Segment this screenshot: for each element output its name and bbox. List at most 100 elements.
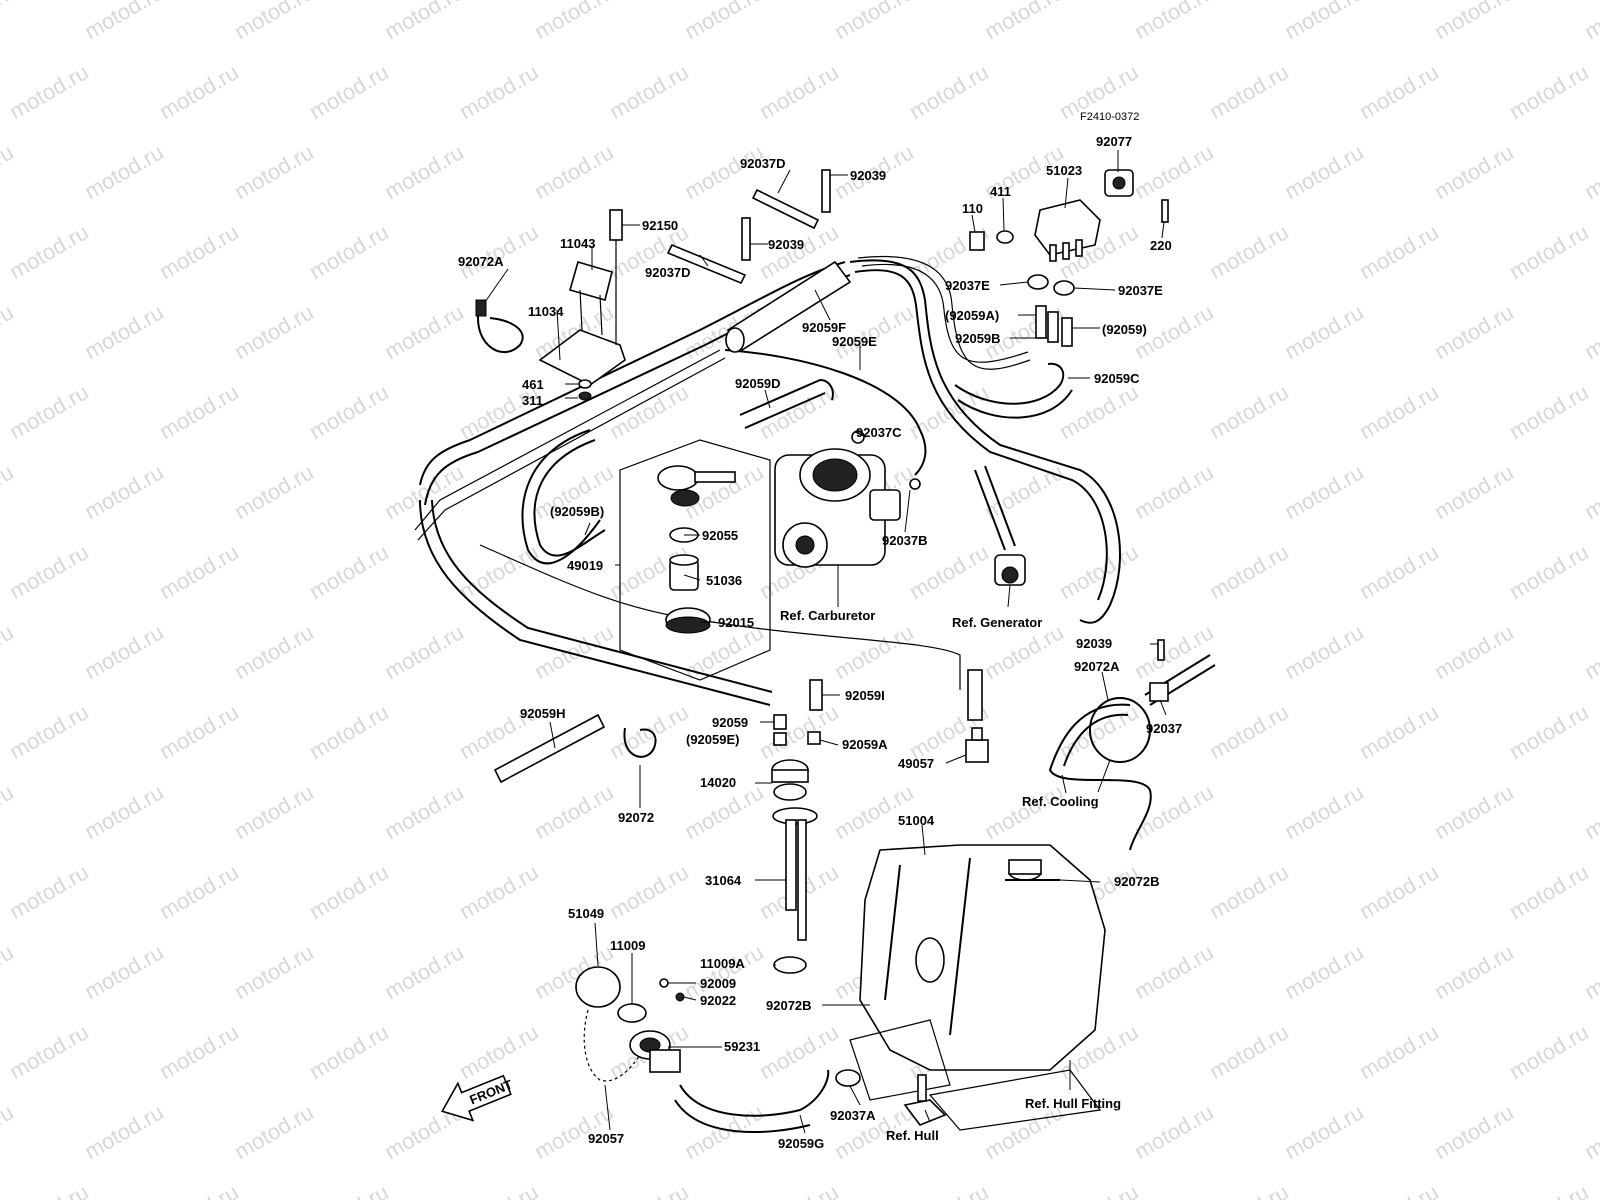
clamp-92037A — [835, 1069, 861, 1087]
clamp-92072A-top — [475, 299, 524, 354]
hose-92059B — [1047, 311, 1059, 343]
label-51023: 51023 — [1046, 163, 1082, 178]
leader-lines — [484, 150, 1167, 1134]
watermark-text: motod.ru — [455, 1019, 543, 1084]
watermark-text: motod.ru — [755, 699, 843, 764]
watermark-text: motod.ru — [0, 139, 18, 204]
label-92037E-b: 92037E — [1118, 283, 1163, 298]
label-11034: 11034 — [528, 304, 564, 319]
watermark-text: motod.ru — [155, 539, 243, 604]
watermark-text: motod.ru — [830, 619, 918, 684]
watermark-text: motod.ru — [1355, 1019, 1443, 1084]
watermark-text: motod.ru — [155, 59, 243, 124]
diagram-code: F2410-0372 — [1080, 111, 1139, 123]
fitting-92059E — [773, 732, 787, 746]
label-92059A-paren: (92059A) — [945, 308, 999, 323]
bolt-92039-a — [821, 169, 831, 213]
washer-461 — [578, 379, 592, 389]
ref-hull-fitting: Ref. Hull Fitting — [1025, 1096, 1121, 1111]
watermark-text: motod.ru — [755, 59, 843, 124]
ref-cooling: Ref. Cooling — [1022, 794, 1099, 809]
label-92059B-paren: (92059B) — [550, 504, 604, 519]
watermark-text: motod.ru — [1430, 0, 1518, 44]
watermark-text: motod.ru — [1430, 299, 1518, 364]
label-92059I: 92059I — [845, 688, 885, 703]
label-51004: 51004 — [898, 813, 935, 828]
watermark-text: motod.ru — [305, 379, 393, 444]
label-311: 311 — [522, 393, 543, 408]
watermark-text: motod.ru — [1430, 1099, 1518, 1164]
clamp-92072A-b — [1089, 697, 1151, 763]
watermark-text: motod.ru — [1580, 139, 1600, 204]
carburetor — [774, 448, 901, 568]
label-92059D: 92059D — [735, 376, 781, 391]
filter-49057 — [965, 669, 989, 763]
watermark-text: motod.ru — [1355, 219, 1443, 284]
gasket-11009 — [617, 1003, 647, 1023]
watermark-text: motod.ru — [455, 859, 543, 924]
label-49019: 49019 — [567, 558, 603, 573]
label-92059A: 92059A — [842, 737, 888, 752]
watermark-text: motod.ru — [1280, 299, 1368, 364]
watermark-text: motod.ru — [1205, 1019, 1293, 1084]
watermark-text: motod.ru — [1505, 59, 1593, 124]
washer-411 — [996, 230, 1014, 244]
hose-92059G — [679, 1069, 830, 1117]
label-220: 220 — [1150, 238, 1172, 253]
label-92150: 92150 — [642, 218, 678, 233]
watermark-text: motod.ru — [305, 59, 393, 124]
watermark-text: motod.ru — [5, 1179, 93, 1200]
watermark-text: motod.ru — [1430, 939, 1518, 1004]
screw-220 — [1161, 199, 1169, 223]
watermark-text: motod.ru — [455, 219, 543, 284]
watermark-text: motod.ru — [1580, 1099, 1600, 1164]
watermark-text: motod.ru — [1355, 379, 1443, 444]
watermark-text: motod.ru — [0, 459, 18, 524]
hose-92059H — [493, 713, 606, 784]
label-92059: 92059 — [712, 715, 748, 730]
watermark-text: motod.ru — [5, 859, 93, 924]
watermark-text: motod.ru — [5, 219, 93, 284]
label-92037D-b: 92037D — [645, 265, 691, 280]
watermark-text: motod.ru — [1130, 779, 1218, 844]
watermark-text: motod.ru — [1055, 539, 1143, 604]
watermark-text: motod.ru — [1055, 379, 1143, 444]
watermark-text: motod.ru — [980, 779, 1068, 844]
label-92072B-b: 92072B — [766, 998, 812, 1013]
watermark-text: motod.ru — [755, 1019, 843, 1084]
label-411: 411 — [990, 184, 1011, 199]
watermark-text: motod.ru — [905, 219, 993, 284]
watermark-text: motod.ru — [530, 139, 618, 204]
watermark-text: motod.ru — [80, 299, 168, 364]
label-92059G: 92059G — [778, 1136, 824, 1151]
label-92059C: 92059C — [1094, 371, 1140, 386]
watermark-text: motod.ru — [530, 0, 618, 44]
label-92072A-top: 92072A — [458, 254, 504, 269]
watermark-text: motod.ru — [1580, 619, 1600, 684]
watermark-text: motod.ru — [1505, 699, 1593, 764]
watermark-text: motod.ru — [1355, 859, 1443, 924]
watermark-text: motod.ru — [1355, 59, 1443, 124]
fitting-92077 — [1104, 169, 1134, 197]
watermark-text: motod.ru — [5, 539, 93, 604]
watermark-text: motod.ru — [1280, 939, 1368, 1004]
bolt-92039-b — [741, 217, 751, 261]
watermark-text: motod.ru — [230, 939, 318, 1004]
watermark-text: motod.ru — [230, 139, 318, 204]
watermark-text: motod.ru — [1505, 379, 1593, 444]
label-59231: 59231 — [724, 1039, 760, 1054]
watermark-text: motod.ru — [1130, 139, 1218, 204]
watermark-text: motod.ru — [1130, 939, 1218, 1004]
label-49057: 49057 — [898, 756, 934, 771]
watermark-text: motod.ru — [605, 1179, 693, 1200]
label-92037: 92037 — [1146, 721, 1182, 736]
label-92039-c: 92039 — [1076, 636, 1112, 651]
label-11009: 11009 — [610, 938, 645, 953]
label-51049: 51049 — [568, 906, 604, 921]
gasket-11009A — [773, 956, 807, 974]
watermark-text: motod.ru — [905, 539, 993, 604]
watermark-text: motod.ru — [1580, 779, 1600, 844]
watermark-text: motod.ru — [155, 219, 243, 284]
